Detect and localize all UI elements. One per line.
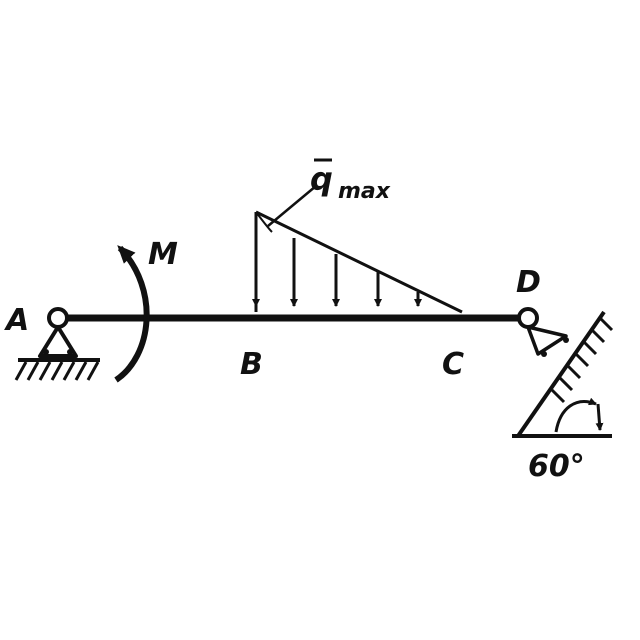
angle-arc bbox=[554, 397, 597, 433]
qmax-leader-line bbox=[267, 185, 317, 227]
label-a: A bbox=[4, 303, 29, 338]
roller-support-d bbox=[512, 307, 614, 438]
inclined-plane bbox=[516, 310, 606, 438]
ground-hatch-a bbox=[14, 361, 100, 381]
label-b: B bbox=[240, 347, 263, 382]
label-angle: 60° bbox=[528, 449, 585, 484]
pin-support-a bbox=[14, 307, 100, 381]
distributed-load bbox=[252, 210, 463, 314]
inclined-hatch bbox=[550, 316, 614, 404]
moment-arrow bbox=[114, 245, 150, 383]
label-c: C bbox=[442, 347, 464, 382]
label-moment: M bbox=[148, 237, 178, 272]
label-q: q bbox=[310, 160, 333, 198]
label-q-subscript: max bbox=[338, 179, 391, 204]
label-d: D bbox=[516, 265, 541, 300]
